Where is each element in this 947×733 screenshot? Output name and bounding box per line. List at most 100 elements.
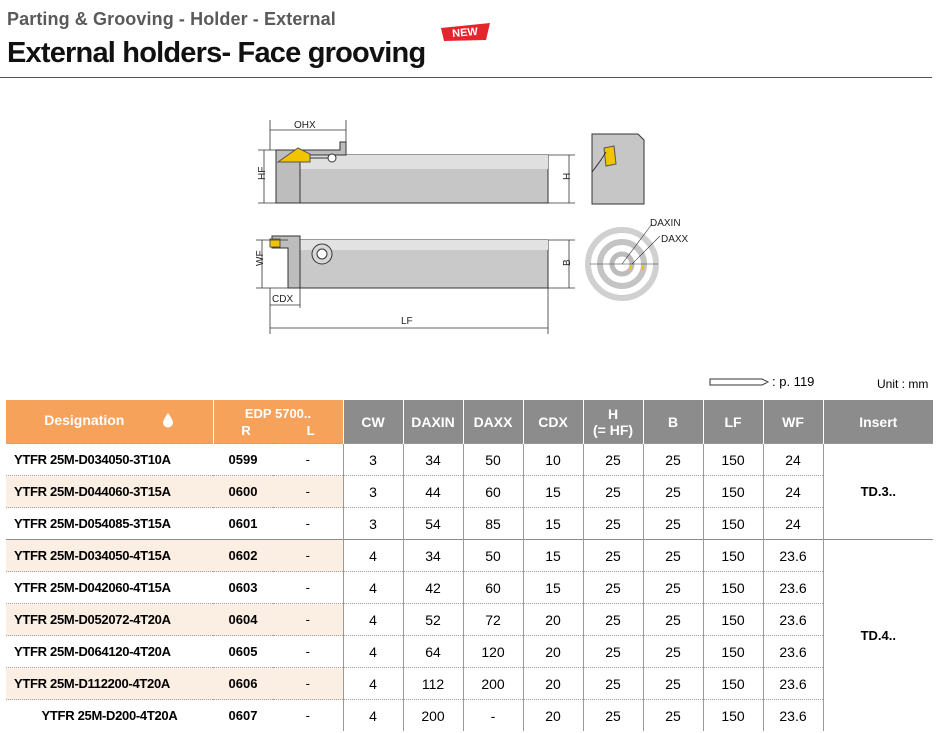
col-daxx: DAXX bbox=[462, 400, 524, 444]
row-daxx: 50 bbox=[462, 539, 524, 572]
row-daxin: 52 bbox=[402, 603, 464, 636]
row-wf: 23.6 bbox=[762, 603, 824, 636]
col-lf: LF bbox=[702, 400, 764, 444]
row-lf: 150 bbox=[702, 507, 764, 540]
header-divider bbox=[0, 77, 932, 78]
holder-technical-drawing: OHX HF H WF B CDX LF bbox=[255, 120, 689, 334]
row-h: 25 bbox=[582, 571, 644, 604]
row-lf: 150 bbox=[702, 667, 764, 700]
row-h: 25 bbox=[582, 667, 644, 700]
row-b: 25 bbox=[642, 507, 704, 540]
row-wf: 23.6 bbox=[762, 571, 824, 604]
new-badge: NEW bbox=[441, 23, 490, 41]
row-lf: 150 bbox=[702, 699, 764, 731]
row-edp-l: - bbox=[273, 443, 344, 476]
row-cdx: 10 bbox=[522, 443, 584, 476]
table-row: YTFR 25M-D054085-3T15A 0601 - 3 54 85 15… bbox=[6, 507, 933, 540]
table-row: YTFR 25M-D044060-3T15A 0600 - 3 44 60 15… bbox=[6, 475, 933, 508]
insert-bar-icon bbox=[709, 378, 770, 385]
row-cdx: 20 bbox=[522, 603, 584, 636]
row-daxin: 34 bbox=[402, 443, 464, 476]
row-wf: 24 bbox=[762, 443, 824, 476]
row-edp-l: - bbox=[273, 539, 344, 572]
page-reference-text: : p. 119 bbox=[772, 374, 815, 389]
row-b: 25 bbox=[642, 635, 704, 668]
row-edp-l: - bbox=[273, 603, 344, 636]
row-cdx: 20 bbox=[522, 667, 584, 700]
col-cdx: CDX bbox=[522, 400, 584, 444]
row-wf: 23.6 bbox=[762, 699, 824, 731]
row-b: 25 bbox=[642, 699, 704, 731]
dim-daxin-label: DAXIN bbox=[650, 218, 681, 229]
col-h-label: H bbox=[607, 405, 619, 422]
row-h: 25 bbox=[582, 635, 644, 668]
row-daxin: 42 bbox=[402, 571, 464, 604]
row-wf: 23.6 bbox=[762, 667, 824, 700]
row-cw: 4 bbox=[342, 539, 404, 572]
row-daxx: 200 bbox=[462, 667, 524, 700]
row-daxin: 54 bbox=[402, 507, 464, 540]
dim-ohx-label: OHX bbox=[294, 120, 316, 131]
row-edp-l: - bbox=[273, 635, 344, 668]
row-daxin: 200 bbox=[402, 699, 464, 731]
col-h: H(= HF) bbox=[582, 400, 644, 444]
dim-wf-label: WF bbox=[255, 250, 266, 266]
holder-top-view bbox=[269, 235, 549, 289]
row-daxin: 112 bbox=[402, 667, 464, 700]
row-h: 25 bbox=[582, 539, 644, 572]
row-cdx: 15 bbox=[522, 507, 584, 540]
row-cw: 4 bbox=[342, 571, 404, 604]
row-h: 25 bbox=[582, 699, 644, 731]
row-edp-l: - bbox=[273, 475, 344, 508]
row-daxx: 120 bbox=[462, 635, 524, 668]
page-subtitle: Parting & Grooving - Holder - External bbox=[7, 9, 336, 29]
row-daxin: 44 bbox=[402, 475, 464, 508]
row-h: 25 bbox=[582, 603, 644, 636]
row-designation: YTFR 25M-D044060-3T15A bbox=[6, 475, 213, 508]
row-b: 25 bbox=[642, 667, 704, 700]
row-daxx: 72 bbox=[462, 603, 524, 636]
row-b: 25 bbox=[642, 443, 704, 476]
row-b: 25 bbox=[642, 603, 704, 636]
col-designation-label: Designation bbox=[44, 412, 125, 429]
row-edp-r: 0605 bbox=[213, 635, 273, 668]
dim-hf-label: HF bbox=[257, 167, 268, 180]
row-lf: 150 bbox=[702, 571, 764, 604]
row-daxin: 64 bbox=[402, 635, 464, 668]
row-cdx: 15 bbox=[522, 571, 584, 604]
row-edp-l: - bbox=[273, 699, 344, 731]
dim-daxx-label: DAXX bbox=[661, 234, 689, 245]
row-edp-r: 0606 bbox=[213, 667, 273, 700]
dim-lf-label: LF bbox=[401, 316, 413, 327]
row-cw: 4 bbox=[342, 699, 404, 731]
row-edp-r: 0600 bbox=[213, 475, 273, 508]
row-edp-r: 0601 bbox=[213, 507, 273, 540]
col-edp-r: R bbox=[241, 422, 251, 438]
row-cdx: 20 bbox=[522, 635, 584, 668]
dim-h-label: H bbox=[562, 173, 573, 180]
coolant-drop-icon bbox=[162, 412, 174, 431]
row-designation: YTFR 25M-D200-4T20A bbox=[6, 699, 213, 731]
row-cw: 3 bbox=[342, 475, 404, 508]
row-cdx: 15 bbox=[522, 475, 584, 508]
dim-b-label: B bbox=[562, 259, 573, 266]
page-reference: : p. 119 bbox=[708, 374, 814, 389]
col-h-sub: (= HF) bbox=[592, 421, 634, 438]
row-edp-l: - bbox=[273, 571, 344, 604]
row-h: 25 bbox=[582, 443, 644, 476]
row-wf: 23.6 bbox=[762, 635, 824, 668]
row-designation: YTFR 25M-D042060-4T15A bbox=[6, 571, 213, 604]
top-dimension-lines bbox=[258, 120, 575, 204]
row-wf: 23.6 bbox=[762, 539, 824, 572]
row-daxx: 85 bbox=[462, 507, 524, 540]
table-row: YTFR 25M-D200-4T20A 0607 - 4 200 - 20 25… bbox=[6, 699, 933, 731]
row-wf: 24 bbox=[762, 507, 824, 540]
bottom-dimension-lines bbox=[256, 239, 575, 334]
row-edp-r: 0607 bbox=[213, 699, 273, 731]
insert-group-4: TD.4.. bbox=[822, 539, 934, 731]
row-lf: 150 bbox=[702, 635, 764, 668]
holder-end-view bbox=[591, 133, 645, 205]
row-lf: 150 bbox=[702, 475, 764, 508]
row-designation: YTFR 25M-D034050-3T10A bbox=[6, 443, 213, 476]
